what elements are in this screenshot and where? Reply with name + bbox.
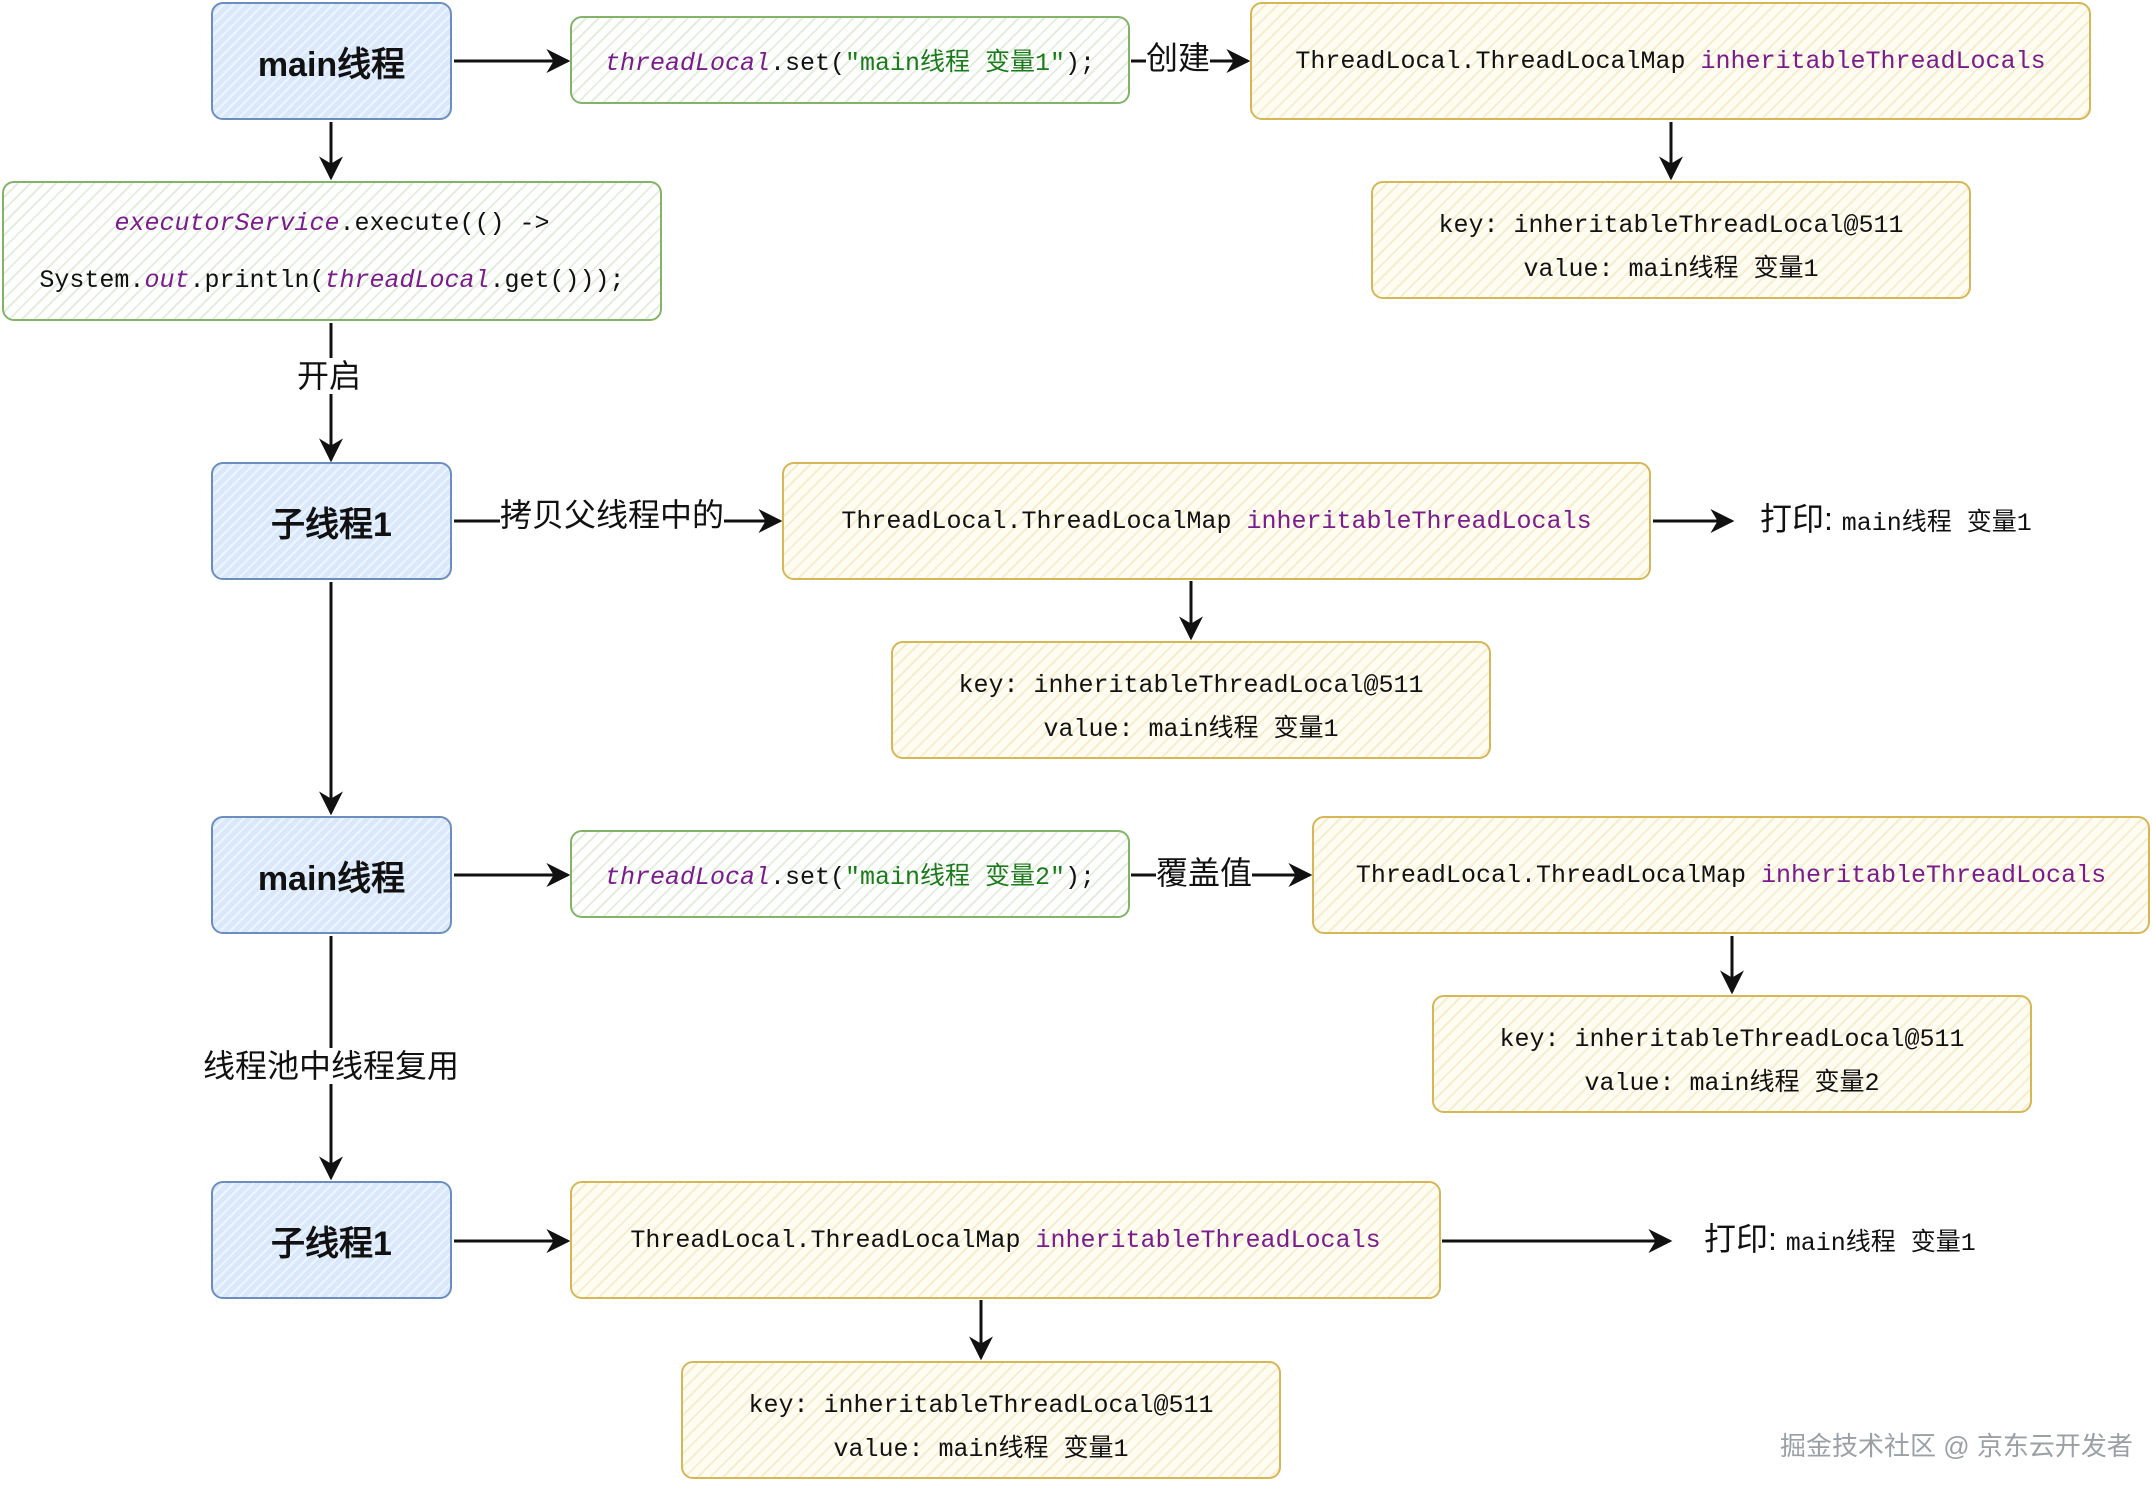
main-entry-value-2: value: main线程 变量2 xyxy=(1584,1069,1880,1098)
child-entry-value: value: main线程 变量1 xyxy=(1043,715,1339,744)
print-prefix: 打印: xyxy=(1760,501,1833,537)
copy-from-parent-label: 拷贝父线程中的 xyxy=(500,497,725,533)
print-output-1: 打印: main线程 变量1 xyxy=(1760,499,2032,544)
executor-code-block: executorService.execute(() -> System.out… xyxy=(2,181,662,321)
child-map-entry-block: key: inheritableThreadLocal@511 value: m… xyxy=(891,641,1491,759)
child-entry-value-2: value: main线程 变量1 xyxy=(833,1435,1129,1464)
print-value-2: main线程 变量1 xyxy=(1785,1229,1976,1258)
thread-local-map-block: ThreadLocal.ThreadLocalMap inheritableTh… xyxy=(1250,2,2091,120)
child-entry-key-2: key: inheritableThreadLocal@511 xyxy=(748,1391,1214,1420)
main-map-entry-block-2: key: inheritableThreadLocal@511 value: m… xyxy=(1432,995,2032,1113)
create-label: 创建 xyxy=(1146,40,1211,76)
main-thread-local-map-code-2: ThreadLocal.ThreadLocalMap inheritableTh… xyxy=(1355,860,2107,890)
child-thread-local-map-code: ThreadLocal.ThreadLocalMap inheritableTh… xyxy=(841,506,1592,536)
thread-local-map-code: ThreadLocal.ThreadLocalMap inheritableTh… xyxy=(1295,46,2046,76)
main-thread-local-map-block-2: ThreadLocal.ThreadLocalMap inheritableTh… xyxy=(1312,816,2150,934)
print-value: main线程 变量1 xyxy=(1841,509,2032,538)
set-value2-code: threadLocal.set("main线程 变量2"); xyxy=(604,863,1096,892)
set-value1-code-block: threadLocal.set("main线程 变量1"); xyxy=(570,16,1130,104)
child-thread-block: 子线程1 xyxy=(211,462,452,580)
start-label: 开启 xyxy=(297,358,362,394)
entry-key: key: inheritableThreadLocal@511 xyxy=(1438,211,1904,240)
watermark: 掘金技术社区 @ 京东云开发者 xyxy=(1780,1431,2133,1461)
main-thread-block-2: main线程 xyxy=(211,816,452,934)
main-thread-label-2: main线程 xyxy=(257,859,406,898)
overwrite-label: 覆盖值 xyxy=(1156,855,1253,891)
executor-line2: System.out.println(threadLocal.get())); xyxy=(39,266,625,295)
main-thread-block: main线程 xyxy=(211,2,452,120)
entry-value: value: main线程 变量1 xyxy=(1523,255,1819,284)
main-thread-label: main线程 xyxy=(257,45,406,84)
child-map-entry-block-2: key: inheritableThreadLocal@511 value: m… xyxy=(681,1361,1281,1479)
set-value2-code-block: threadLocal.set("main线程 变量2"); xyxy=(570,830,1130,918)
executor-line1: executorService.execute(() -> xyxy=(114,209,550,238)
child-thread-local-map-block: ThreadLocal.ThreadLocalMap inheritableTh… xyxy=(782,462,1651,580)
map-entry-block: key: inheritableThreadLocal@511 value: m… xyxy=(1371,181,1971,299)
child-thread-local-map-block-2: ThreadLocal.ThreadLocalMap inheritableTh… xyxy=(570,1181,1441,1299)
child-thread-block-2: 子线程1 xyxy=(211,1181,452,1299)
child-thread-local-map-code-2: ThreadLocal.ThreadLocalMap inheritableTh… xyxy=(630,1225,1381,1255)
set-value1-code: threadLocal.set("main线程 变量1"); xyxy=(604,49,1096,78)
child-thread-label-2: 子线程1 xyxy=(271,1224,392,1263)
thread-pool-reuse-label: 线程池中线程复用 xyxy=(203,1048,460,1084)
main-entry-key-2: key: inheritableThreadLocal@511 xyxy=(1499,1025,1965,1054)
print-prefix-2: 打印: xyxy=(1704,1221,1777,1257)
child-entry-key: key: inheritableThreadLocal@511 xyxy=(958,671,1424,700)
child-thread-label: 子线程1 xyxy=(271,505,392,544)
print-output-2: 打印: main线程 变量1 xyxy=(1704,1219,1976,1264)
